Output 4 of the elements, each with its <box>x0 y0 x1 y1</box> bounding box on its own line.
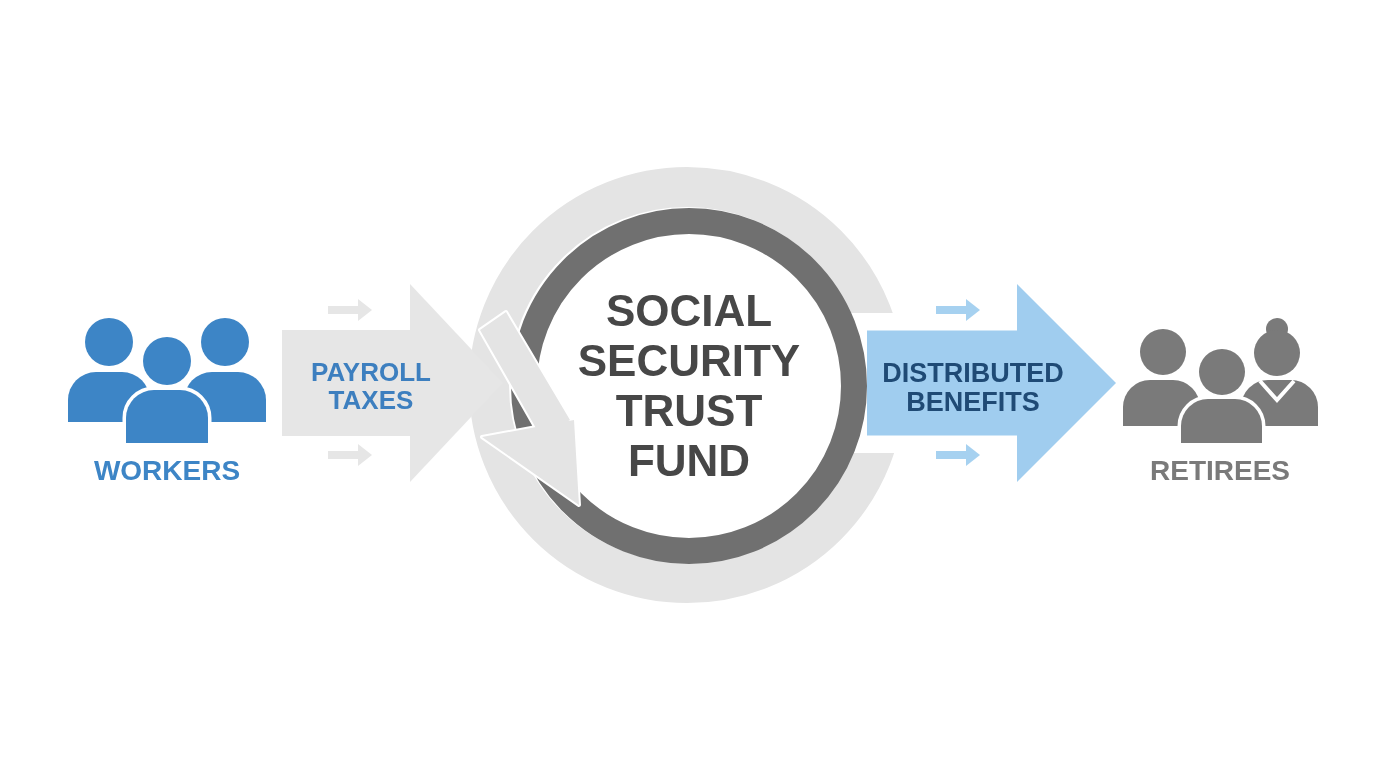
block-arrow <box>867 284 1116 482</box>
group-label: WORKERS <box>92 455 242 487</box>
circle-title: SOCIAL SECURITY TRUST FUND <box>576 286 802 486</box>
group-label: RETIREES <box>1149 455 1291 487</box>
